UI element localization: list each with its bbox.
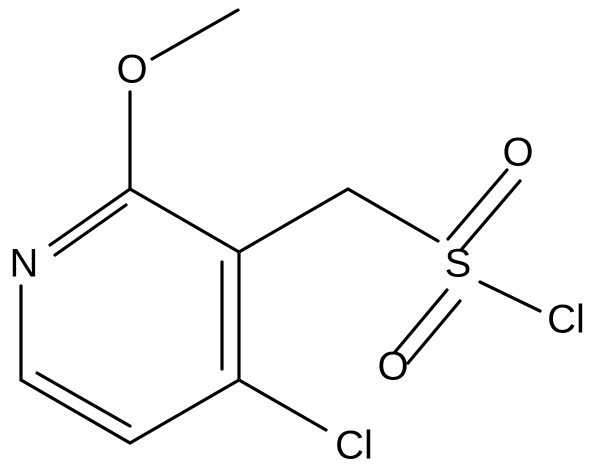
bond-c6-c5-a	[19, 378, 132, 445]
bond-c5-c4	[128, 378, 241, 445]
bond-s-o-bottom-b	[406, 299, 462, 365]
bond-s-cl	[478, 280, 542, 313]
atom-o-methoxy: O	[116, 48, 147, 92]
bond-s-o-bottom-a	[393, 288, 449, 354]
bond-c3-c2	[128, 187, 241, 254]
atom-n1: N	[10, 242, 39, 286]
bond-c3-ch2	[237, 187, 350, 254]
bond-ch2-s	[346, 187, 440, 243]
bond-c2-n1-a	[48, 187, 132, 247]
atom-o-bottom: O	[377, 345, 408, 389]
bond-s-o-top-a	[446, 168, 509, 241]
atom-o-top: O	[502, 131, 533, 175]
atom-s: S	[445, 242, 472, 286]
bond-c2-n1-b	[53, 203, 128, 257]
bond-c6-c5-b	[35, 371, 132, 428]
bond-methyl-o	[150, 8, 240, 61]
bond-s-o-top-b	[459, 179, 522, 252]
bond-c4-cl	[237, 378, 328, 432]
atom-cl-sulfonyl: Cl	[547, 298, 585, 342]
atom-cl-ring: Cl	[335, 424, 373, 468]
